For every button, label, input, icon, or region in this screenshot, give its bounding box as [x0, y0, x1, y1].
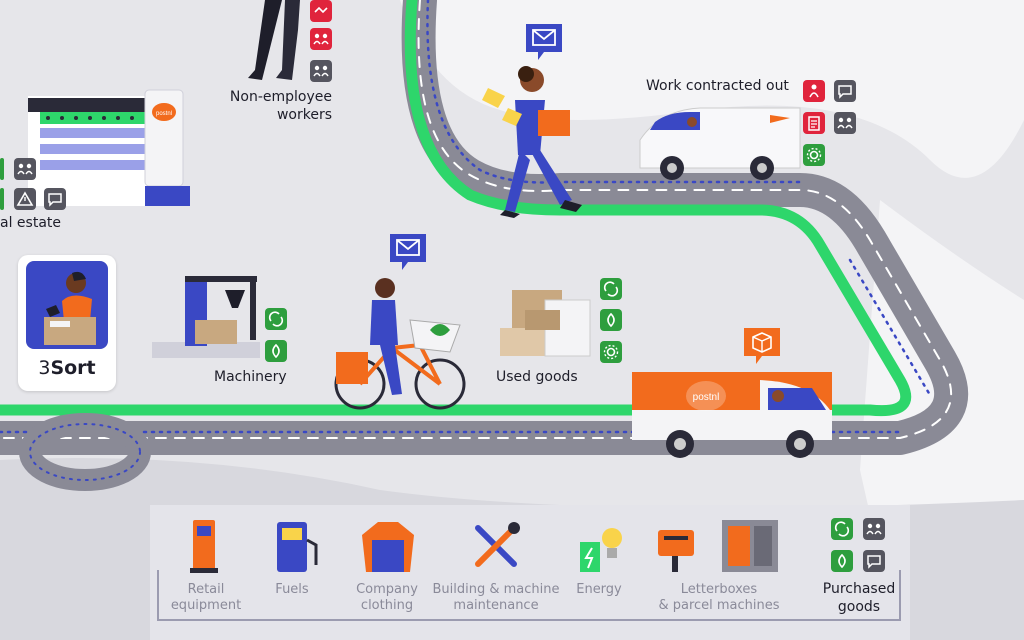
non-employee-line2: workers — [276, 107, 332, 123]
warning-icon — [14, 188, 36, 210]
mail-carrier-walking — [482, 66, 582, 218]
building-logo: postnl — [156, 111, 172, 117]
roundabout-dots — [29, 423, 141, 481]
gear-icon — [803, 144, 825, 166]
envelope-icon — [390, 234, 426, 270]
sorting-worker-illustration — [26, 261, 108, 349]
used-goods-label: Used goods — [496, 369, 578, 385]
people-icon — [310, 60, 332, 82]
parcel-icon — [744, 328, 780, 364]
van-logo: postnl — [693, 392, 720, 403]
non-employee-line1: Non-employee — [229, 89, 332, 105]
sort-step-card: 3Sort — [18, 255, 116, 391]
people-icon — [14, 158, 36, 180]
purchased-goods-label: Purchased goods — [812, 580, 906, 616]
sort-step-word: Sort — [50, 357, 96, 379]
category-line2: equipment — [170, 598, 242, 613]
sort-step-number: 3 — [38, 357, 51, 379]
people-icon — [834, 112, 856, 134]
category-line1: Company — [356, 582, 418, 597]
bottom-panel — [150, 505, 910, 640]
leaf-icon — [831, 550, 853, 572]
category-retail-equipment: Retail equipment — [160, 582, 252, 614]
handshake-icon — [310, 0, 332, 22]
route-dots-blue — [426, 0, 932, 397]
category-line2: maintenance — [453, 598, 539, 613]
envelope-icon — [526, 24, 562, 60]
machinery-label: Machinery — [214, 369, 287, 385]
company-clothing-icon — [362, 522, 414, 572]
real-estate-building: postnl — [0, 89, 190, 206]
category-line1: Building & machine — [432, 582, 560, 597]
person-icon — [803, 80, 825, 102]
category-line1: Energy — [576, 582, 622, 597]
purchased-goods-line2: goods — [837, 599, 881, 615]
fuel-pump-icon — [277, 522, 318, 572]
real-estate-label: al estate — [0, 215, 61, 231]
route-line-green — [0, 0, 912, 417]
leaf-icon — [0, 188, 4, 210]
people-icon — [863, 518, 885, 540]
category-line1: Fuels — [275, 582, 309, 597]
clipboard-icon — [803, 112, 825, 134]
worker-figure-top — [248, 0, 300, 80]
chat-icon — [834, 80, 856, 102]
letterbox-icon — [658, 530, 694, 572]
work-contracted-out-label: Work contracted out — [646, 78, 789, 94]
category-line2: & parcel machines — [658, 598, 780, 613]
non-employee-workers-label: Non-employee workers — [220, 88, 332, 124]
bicycle-courier — [334, 278, 466, 410]
category-energy: Energy — [568, 582, 630, 598]
gear-icon — [600, 341, 622, 363]
category-fuels: Fuels — [258, 582, 326, 598]
category-line2: clothing — [360, 598, 414, 613]
category-company-clothing: Company clothing — [346, 582, 428, 614]
recycle-icon — [831, 518, 853, 540]
retail-equipment-icon — [190, 520, 218, 573]
sort-step-title: 3Sort — [18, 357, 116, 379]
people-icon — [310, 28, 332, 50]
parcel-machine-icon — [722, 520, 778, 572]
machinery-illustration — [152, 276, 260, 358]
category-building-machine-maintenance: Building & machine maintenance — [432, 582, 560, 614]
chat-icon — [863, 550, 885, 572]
tools-icon — [475, 522, 520, 567]
recycle-icon — [265, 308, 287, 330]
recycle-icon — [0, 158, 4, 180]
bottom-panel-bracket — [157, 570, 901, 621]
category-line1: Retail — [187, 582, 225, 597]
recycle-icon — [600, 278, 622, 300]
leaf-icon — [600, 309, 622, 331]
energy-battery-icon — [580, 528, 622, 572]
used-goods-boxes — [500, 290, 591, 357]
chat-icon — [44, 188, 66, 210]
purchased-goods-line1: Purchased — [822, 581, 896, 597]
leaf-icon — [265, 340, 287, 362]
white-van — [639, 107, 801, 180]
orange-van: postnl — [632, 372, 832, 458]
category-line1: Letterboxes — [680, 582, 758, 597]
category-letterboxes-parcel-machines: Letterboxes & parcel machines — [648, 582, 790, 614]
